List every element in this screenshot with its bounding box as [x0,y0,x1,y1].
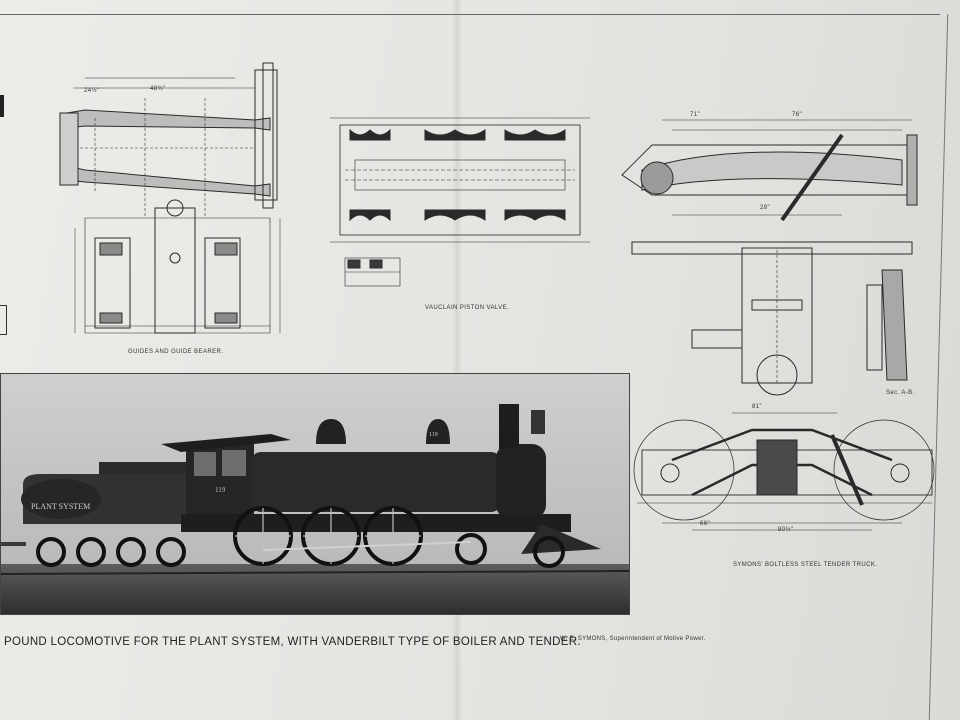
plate-title: POUND LOCOMOTIVE FOR THE PLANT SYSTEM, W… [4,636,581,648]
caption-section: Sec. A-B. [886,390,915,396]
caption-tender-truck: SYMONS' BOLTLESS STEEL TENDER TRUCK. [733,562,878,568]
locomotive-photo: PLANT SYSTEM 119 119 [0,373,630,615]
tender-truck-drawing [632,405,937,545]
dimension-label: 81" [752,404,763,410]
dome-number: 119 [429,432,438,438]
dimension-label: 28" [760,205,771,211]
guides-drawing [55,58,295,343]
paper-fold [452,0,462,720]
piston-valve-drawing [330,110,600,295]
tender-lettering: PLANT SYSTEM [31,502,90,511]
dimension-label: 80½" [778,527,794,533]
dimension-label: 71" [690,112,701,118]
dimension-label: 76" [792,112,803,118]
frame-border-top [0,14,940,15]
edge-mark [0,95,4,117]
dimension-label: 48¾" [150,86,166,92]
dimension-label: 66" [700,521,711,527]
cab-number: 119 [215,486,226,494]
edge-mark [0,305,7,335]
caption-piston-valve: VAUCLAIN PISTON VALVE. [425,305,510,311]
bolster-drawing [612,100,932,400]
dimension-label: 24½" [84,88,100,94]
plate-credit: W. E. SYMONS, Superintendent of Motive P… [560,636,706,642]
caption-guides: GUIDES AND GUIDE BEARER. [128,349,224,355]
